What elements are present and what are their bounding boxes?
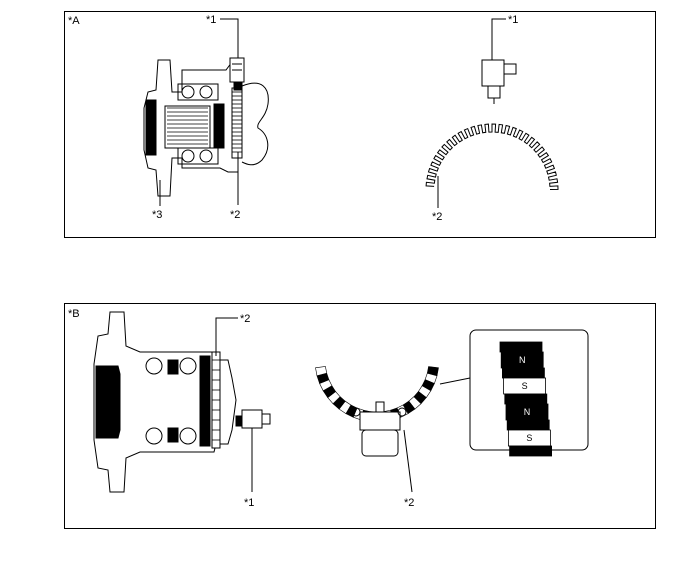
panel-b-leaders-left	[215, 317, 253, 492]
panel-a-left-rotor-callout: *2	[230, 209, 240, 221]
panel-b-magnet-inset: N S N S	[469, 329, 589, 457]
panel-a-hub-callout: *3	[152, 209, 162, 221]
panel-b-sensor-callout: *1	[244, 497, 254, 509]
panel-a-right-sensor-callout: *1	[508, 14, 518, 26]
magnet-pole-label: N	[519, 355, 526, 365]
panel-b-rotor-ring-callout: *2	[404, 497, 414, 509]
panel-a-hub-assembly	[143, 57, 269, 197]
panel-a-leaders-left	[159, 18, 239, 206]
panel-a-right-rotor-callout: *2	[432, 211, 442, 223]
panel-b-magnetic-rotor	[315, 366, 439, 457]
magnet-divider	[506, 419, 550, 431]
magnet-pole-label: S	[526, 433, 532, 443]
panel-b-rotor-top-callout: *2	[240, 313, 250, 325]
magnet-stripes: N S N S	[499, 341, 553, 457]
magnet-pole-label: S	[522, 381, 528, 391]
magnet-divider	[509, 445, 553, 457]
panel-b-tag: *B	[68, 308, 80, 320]
panel-a-toothed-rotor	[425, 59, 559, 190]
panel-a-leaders-right	[437, 18, 506, 208]
magnet-divider	[499, 341, 543, 353]
magnet-pole-label: N	[524, 407, 531, 417]
panel-a-tag: *A	[68, 15, 80, 27]
panel-a-left-sensor-callout: *1	[206, 14, 216, 26]
panel-b-hub-assembly	[93, 311, 271, 493]
magnet-divider	[501, 367, 545, 379]
panel-b-leaders-center	[403, 377, 471, 493]
magnet-divider	[504, 393, 548, 405]
ring-segment	[315, 366, 328, 377]
